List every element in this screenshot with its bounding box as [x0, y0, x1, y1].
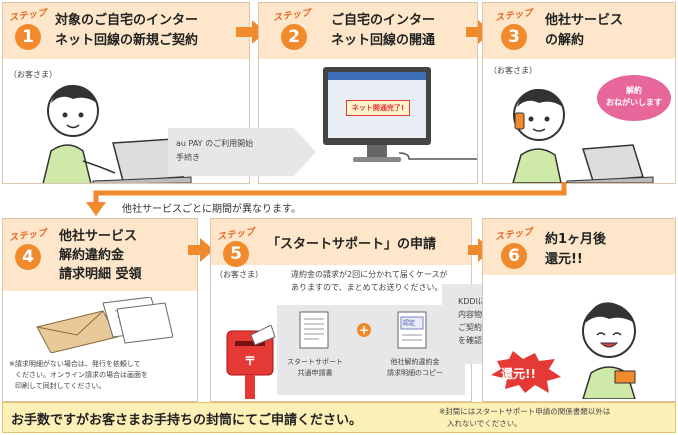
- connector-step3-to-step4: [86, 182, 567, 216]
- cancel-bubble-line2: おねがいします: [606, 98, 662, 107]
- step5-note-line1: 違約金の請求が2回に分かれて届くケースが: [291, 270, 448, 279]
- doc1-label-line2: 共通申請書: [297, 369, 333, 377]
- footer-note-line2: 入れないでください。: [447, 419, 522, 428]
- footer-banner: お手数ですがお客さまお手持ちの封筒にてご申請ください。 ※封筒にはスタートサポー…: [2, 402, 676, 433]
- au-pay-note-line2: 手続き: [176, 153, 200, 162]
- step4-note-line3: 印刷して同封してください。: [15, 382, 106, 390]
- step3-card: ステップ 3 他社サービス の解約 （お客さま） 解約 おねがいします: [482, 2, 676, 184]
- step3-number-badge: 3: [501, 24, 527, 50]
- step6-title-line2: 還元!!: [545, 252, 583, 267]
- footer-note-line1: ※封筒にはスタートサポート申請の関係書類以外は: [439, 407, 611, 416]
- refund-burst-shape: [491, 351, 561, 393]
- step2-title-line2: ネット回線の開通: [331, 33, 436, 48]
- kddi-note-line4: を確認: [458, 336, 482, 345]
- kddi-note-line1: KDDIにて: [458, 297, 494, 306]
- step1-number-badge: 1: [15, 24, 41, 50]
- screen-banner: ネット開通完了!: [346, 100, 410, 116]
- step4-card: ステップ 4 他社サービス 解約違約金 請求明細 受領 ※請求明細がない場合は、…: [2, 218, 198, 402]
- step2-title-line1: ご自宅のインター: [331, 13, 436, 28]
- step5-number-badge: 5: [223, 241, 249, 267]
- step3-title-line2: の解約: [545, 33, 585, 48]
- step5-header: [211, 219, 471, 265]
- doc2-stamp: 認定: [403, 320, 416, 327]
- au-pay-arrow-shape: [168, 128, 316, 176]
- arrow-step5-to-step6: [468, 238, 492, 262]
- doc2-label-line1: 他社解約違約金: [390, 358, 440, 366]
- customer-happy-illustration: [582, 302, 636, 399]
- step5-note-line2: ありますので、まとめてお送りください。: [291, 283, 443, 292]
- arrow-step4-to-step5: [188, 238, 214, 262]
- step1-header: [3, 3, 249, 59]
- period-note: 他社サービスごとに期間が異なります。: [118, 200, 305, 215]
- customer-with-laptop-illustration: [42, 85, 192, 183]
- svg-text:〒: 〒: [244, 354, 256, 368]
- step4-title-line1: 他社サービス: [59, 229, 138, 244]
- step4-title-line3: 請求明細 受領: [59, 267, 142, 282]
- monitor-stand: [367, 145, 387, 157]
- plus-icon: +: [357, 323, 371, 337]
- envelope-and-documents-illustration: [36, 297, 173, 353]
- cancel-bubble-line1: 解約: [626, 86, 642, 95]
- mailbox-illustration: 〒: [226, 325, 276, 399]
- step4-title-line2: 解約違約金: [59, 248, 125, 263]
- cancel-request-bubble: 解約 おねがいします: [597, 75, 671, 121]
- kddi-note-line2: 内容物と: [458, 310, 490, 319]
- step3-title-line1: 他社サービス: [545, 13, 624, 28]
- step4-note-line1: ※請求明細がない場合は、発行を依頼して: [9, 360, 141, 368]
- step4-note-line2: ください。オンライン請求の場合は画面を: [15, 371, 148, 379]
- doc1-label-line1: スタートサポート: [287, 358, 343, 366]
- footer-main-text: お手数ですがお客さまお手持ちの封筒にてご申請ください。: [11, 413, 363, 428]
- step6-number-badge: 6: [501, 243, 527, 269]
- refund-label: 還元!!: [501, 367, 536, 381]
- customer-calling-illustration: [512, 89, 654, 183]
- step1-title-line2: ネット回線の新規ご契約: [55, 33, 199, 48]
- application-form-doc: [299, 311, 329, 349]
- step6-card: ステップ 6 約1ヶ月後 還元!! 還元!!: [482, 218, 676, 402]
- penalty-statement-copy-doc: [397, 311, 427, 349]
- doc2-label-line2: 請求明細のコピー: [387, 369, 443, 377]
- step1-title-line1: 対象のご自宅のインター: [55, 13, 199, 28]
- monitor-base: [353, 157, 401, 162]
- step2-number-badge: 2: [281, 24, 307, 50]
- step1-card: ステップ 1 対象のご自宅のインター ネット回線の新規ご契約 （お客さま）: [2, 2, 250, 184]
- au-pay-note-line1: au PAY のご利用開始: [176, 139, 254, 148]
- kddi-note-line3: ご契約状況: [458, 323, 498, 332]
- step6-title-line1: 約1ヶ月後: [545, 232, 607, 247]
- monitor-illustration: ネット開通完了!: [323, 67, 431, 145]
- step5-card: ステップ 5 「スタートサポート」の申請 （お客さま） 違約金の請求が2回に分か…: [210, 218, 472, 402]
- step3-customer-label: （お客さま）: [489, 66, 537, 75]
- step4-number-badge: 4: [15, 244, 41, 270]
- arrow-step2-to-step3: [466, 20, 492, 44]
- network-cable: [399, 152, 477, 160]
- step5-title: 「スタートサポート」の申請: [267, 237, 437, 252]
- step1-customer-label: （お客さま）: [9, 70, 57, 79]
- step5-customer-label: （お客さま）: [215, 270, 263, 279]
